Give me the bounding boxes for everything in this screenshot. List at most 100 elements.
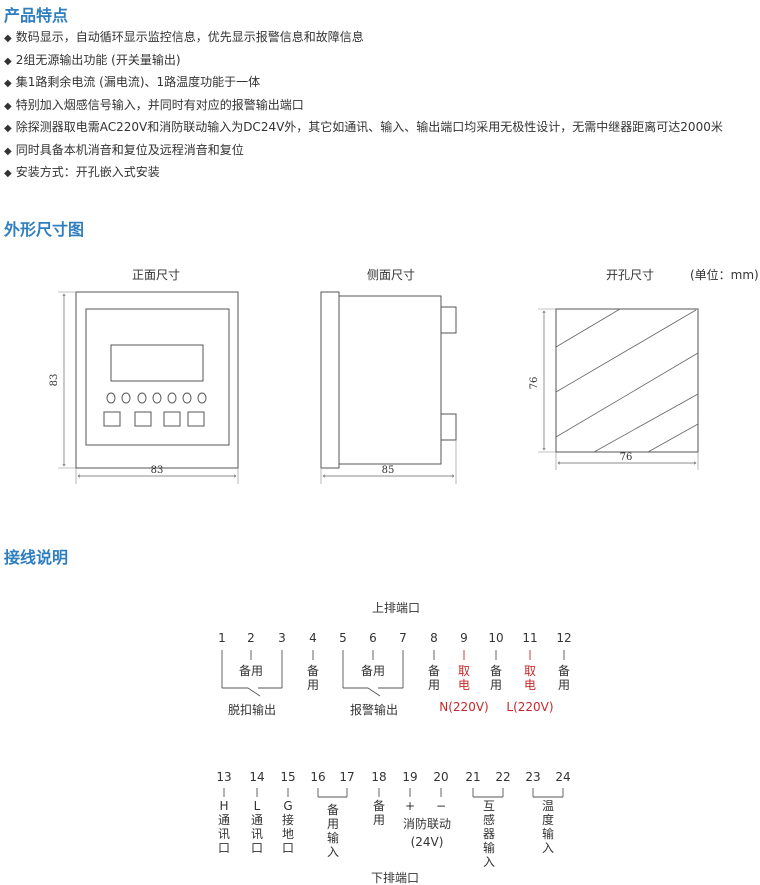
led-indicator-icon	[106, 392, 116, 404]
side-connector-top	[440, 306, 457, 334]
cutout-hatching	[555, 308, 699, 453]
terminal-number: 5	[339, 631, 347, 645]
diamond-bullet-icon: ◆	[4, 55, 12, 67]
diamond-bullet-icon: ◆	[4, 168, 12, 179]
front-view-label: 正面尺寸	[132, 268, 181, 282]
terminal-16-17-function: 备用输入	[327, 803, 339, 859]
side-bezel-outline	[320, 291, 340, 469]
terminal-number: 11	[522, 631, 537, 645]
diamond-bullet-icon: ◆	[4, 33, 12, 44]
front-keys	[103, 411, 205, 427]
feature-item: ◆安装方式：开孔嵌入式安装	[4, 165, 160, 179]
cutout-height-value: 76	[529, 377, 540, 390]
key-button-icon	[163, 411, 181, 427]
cutout-view-label: 开孔尺寸	[606, 268, 655, 282]
feature-item: ◆集1路剩余电流 (漏电流)、1路温度功能于一体	[4, 75, 261, 89]
top-row-title: 上排端口	[372, 601, 420, 615]
terminal-number: 3	[278, 631, 286, 645]
diamond-bullet-icon: ◆	[4, 123, 12, 134]
features-list: ◆数码显示，自动循环显示监控信息，优先显示报警信息和故障信息 ◆2组无源输出功能…	[4, 26, 723, 184]
bottom-wiring-lines	[223, 788, 564, 798]
terminal-number: 6	[369, 631, 377, 645]
display-window	[110, 344, 204, 382]
terminal-21-22-function: 互感器输入	[483, 799, 495, 869]
side-width-value: 85	[382, 465, 395, 476]
alarm-output-label: 报警输出	[350, 702, 398, 717]
front-bezel	[85, 308, 230, 446]
terminal-number: 24	[555, 770, 570, 784]
diamond-bullet-icon: ◆	[4, 100, 12, 112]
cutout-view-drawing	[538, 308, 699, 470]
led-indicator-icon	[152, 392, 162, 404]
terminal-number: 22	[495, 770, 510, 784]
led-indicator-icon	[121, 392, 131, 404]
terminal-number: 16	[310, 770, 325, 784]
feature-item: ◆特别加入烟感信号输入，并同时有对应的报警输出端口	[4, 97, 304, 112]
terminal-number: 13	[216, 770, 231, 784]
feature-item: ◆同时具备本机消音和复位及远程消音和复位	[4, 142, 244, 157]
unit-label: (单位：mm)	[690, 268, 759, 282]
features-title: 产品特点	[4, 6, 69, 25]
terminal-number: 1	[218, 631, 226, 645]
terminal-23-24-function: 温度输入	[542, 799, 554, 855]
terminal-number: 20	[433, 770, 448, 784]
terminal-number: 23	[525, 770, 540, 784]
terminal-number: 12	[556, 631, 571, 645]
key-button-icon	[187, 411, 205, 427]
terminal-12-function: 备用	[558, 664, 570, 692]
terminal-8-function: 备用	[428, 664, 440, 692]
terminal-2-function: 备用	[239, 664, 263, 678]
feature-item: ◆2组无源输出功能 (开关量输出)	[4, 52, 181, 67]
terminal-number: 21	[465, 770, 480, 784]
trip-output-label: 脱扣输出	[228, 702, 276, 717]
terminal-number: 2	[247, 631, 255, 645]
wiring-title: 接线说明	[4, 548, 69, 567]
fire-linkage-label: 消防联动	[403, 816, 451, 831]
led-indicator-icon	[137, 392, 147, 404]
led-indicator-icon	[197, 392, 207, 404]
key-button-icon	[103, 411, 121, 427]
terminal-11-function: 取电	[524, 664, 536, 692]
key-button-icon	[134, 411, 152, 427]
terminal-20-polarity: −	[436, 799, 446, 813]
feature-item: ◆除探测器取电需AC220V和消防联动输入为DC24V外，其它如通讯、输入、输出…	[4, 120, 723, 134]
front-height-value: 83	[49, 374, 60, 387]
terminal-number: 9	[460, 631, 468, 645]
top-terminal-numbers: 1 2 3 4 5 6 7 8 9 10 11 12	[218, 631, 571, 645]
terminal-19-polarity: +	[405, 799, 415, 813]
terminal-10-function: 备用	[490, 664, 502, 692]
fire-linkage-voltage: (24V)	[411, 835, 444, 849]
led-indicator-icon	[182, 392, 192, 404]
front-panel-outline	[75, 291, 239, 469]
diamond-bullet-icon: ◆	[4, 78, 12, 89]
led-indicators	[106, 392, 207, 404]
feature-item: ◆数码显示，自动循环显示监控信息，优先显示报警信息和故障信息	[4, 30, 364, 44]
cutout-outline	[555, 308, 699, 453]
terminal-18-function: 备用	[373, 799, 385, 827]
terminal-number: 19	[402, 770, 417, 784]
terminal-9-function: 取电	[458, 664, 470, 692]
terminal-4-function: 备用	[307, 664, 319, 692]
terminal-number: 7	[399, 631, 407, 645]
terminal-number: 18	[371, 770, 386, 784]
terminal-number: 15	[280, 770, 295, 784]
l220-label: L(220V)	[506, 700, 553, 714]
side-view-label: 侧面尺寸	[367, 268, 416, 282]
diamond-bullet-icon: ◆	[4, 145, 12, 157]
bottom-terminal-numbers: 13 14 15 16 17 18 19 20 21 22 23 24	[216, 770, 570, 784]
cutout-width-value: 76	[620, 452, 633, 463]
side-connector-bottom	[440, 413, 457, 441]
led-indicator-icon	[167, 392, 177, 404]
front-view-drawing	[58, 291, 239, 484]
top-wiring-lines	[221, 650, 565, 697]
terminal-number: 17	[339, 770, 354, 784]
n220-label: N(220V)	[439, 700, 488, 714]
terminal-number: 14	[249, 770, 264, 784]
dimensions-title: 外形尺寸图	[4, 220, 85, 239]
front-width-value: 83	[151, 465, 164, 476]
terminal-number: 4	[309, 631, 317, 645]
